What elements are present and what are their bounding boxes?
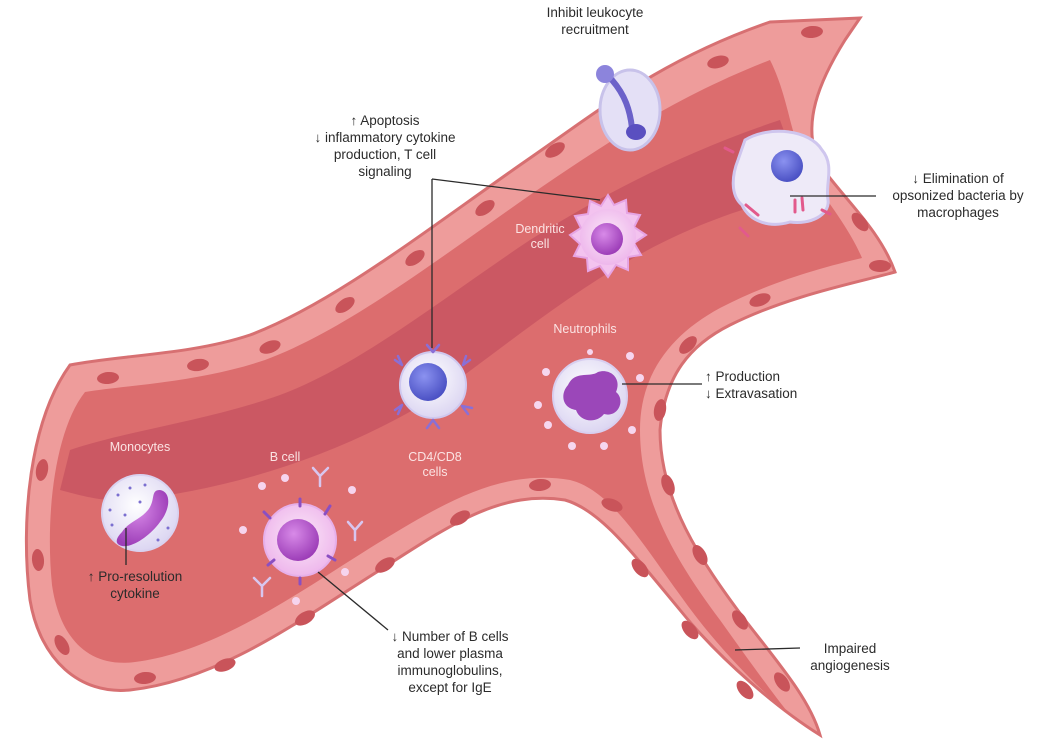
inhibit-recruitment-label: Inhibit leukocyte recruitment — [530, 4, 660, 38]
bcell-effects-label: ↓ Number of B cells and lower plasma imm… — [370, 628, 530, 696]
tcells-label: CD4/CD8 cells — [390, 450, 480, 480]
dendritic-effects-label: ↑ Apoptosis ↓ inflammatory cytokine prod… — [290, 112, 480, 180]
bcell-label: B cell — [255, 450, 315, 465]
monocyte-effect-label: ↑ Pro-resolution cytokine — [70, 568, 200, 602]
dendritic-cell-label: Dendritic cell — [495, 222, 585, 252]
macrophage-effect-label: ↓ Elimination of opsonized bacteria by m… — [868, 170, 1048, 221]
monocyte — [102, 475, 178, 551]
neutrophils-label: Neutrophils — [535, 322, 635, 337]
neutrophil-effects-label: ↑ Production ↓ Extravasation — [705, 368, 835, 402]
monocytes-label: Monocytes — [90, 440, 190, 455]
angiogenesis-label: Impaired angiogenesis — [795, 640, 905, 674]
